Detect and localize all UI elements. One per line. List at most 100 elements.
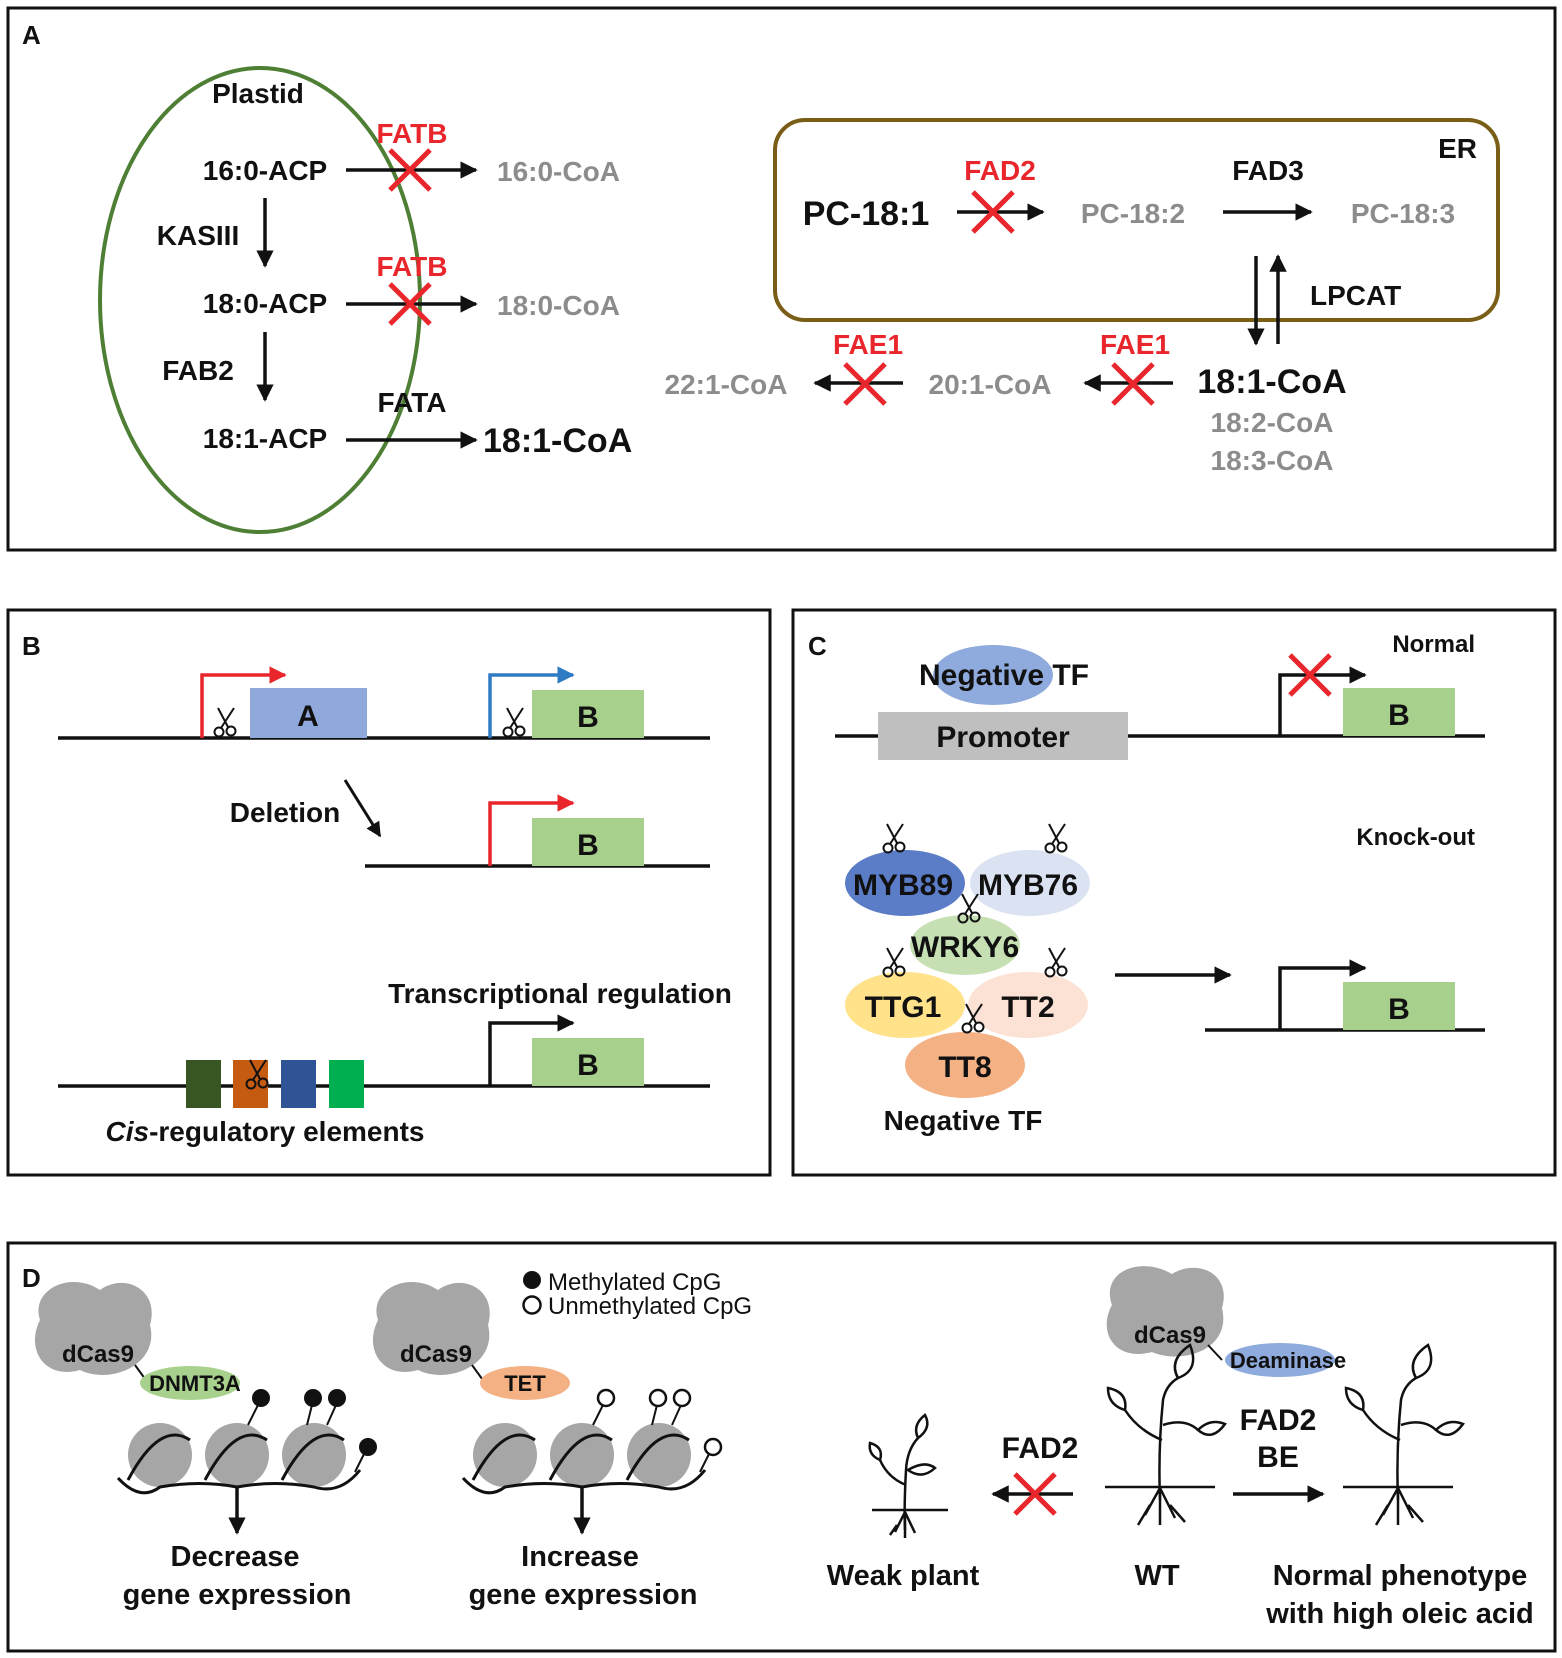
cpg-stem: [247, 1404, 259, 1426]
gene-b-label-c1: B: [1388, 699, 1410, 732]
cre-4: [329, 1060, 364, 1108]
cis-italic: Cis: [106, 1116, 150, 1147]
panel-d-label: D: [22, 1263, 41, 1293]
tf-wrky6-label: WRKY6: [911, 931, 1019, 964]
panel-b-label: B: [22, 631, 41, 661]
cpg-stem: [699, 1453, 710, 1473]
fad2-label: FAD2: [964, 155, 1036, 186]
tf-wrky6-blob: [910, 915, 1020, 975]
deletion-arrow: [343, 779, 382, 838]
decrease-line-2: gene expression: [123, 1579, 352, 1611]
scissors-icon: [1044, 947, 1068, 978]
cre-2: [233, 1060, 268, 1108]
er-label: ER: [1438, 133, 1477, 164]
negative-tf-bottom-label: Negative TF: [884, 1105, 1043, 1136]
methylated-cpg-icon: [328, 1389, 346, 1407]
dcas9-2-label: dCas9: [400, 1341, 472, 1368]
tf-myb89-blob: [845, 850, 965, 916]
unmethylated-cpg-icon: [648, 1388, 668, 1408]
fata-label: FATA: [378, 387, 447, 418]
deaminase-label: Deaminase: [1230, 1348, 1346, 1373]
plastid-membrane: [98, 66, 422, 534]
wt-label: WT: [1134, 1560, 1179, 1592]
pc-182: PC-18:2: [1081, 198, 1185, 229]
tss-arrow-red-2: [488, 794, 575, 866]
cre-3: [281, 1060, 316, 1108]
panel-a-frame: [6, 6, 1557, 552]
cpg-stem: [651, 1404, 658, 1426]
scissors-icon: [1044, 823, 1068, 854]
unmethylated-cpg-icon: [703, 1437, 723, 1457]
dna-strand: [116, 1469, 362, 1495]
cpg-stem: [326, 1404, 337, 1426]
acp-181: 18:1-ACP: [203, 423, 327, 454]
panel-a: A Plastid 16:0-ACP 18:0-ACP 18:1-ACP KAS…: [6, 6, 1557, 552]
tss-arrow-red-1: [200, 666, 287, 738]
legend-unmethylated: Unmethylated CpG: [548, 1293, 752, 1320]
tf-tt2-blob: [968, 972, 1088, 1038]
gene-a-label: A: [297, 700, 319, 733]
fad3-label: FAD3: [1232, 155, 1304, 186]
deaminase-blob: [1225, 1343, 1335, 1377]
normal-phenotype-line-2: with high oleic acid: [1265, 1598, 1533, 1630]
pc-181: PC-18:1: [803, 195, 930, 233]
dcas9-blob-2: [372, 1281, 490, 1375]
nucleosome: [128, 1423, 192, 1487]
tf-tt8-blob: [905, 1032, 1025, 1098]
gene-b-label-1: B: [577, 701, 599, 734]
cpg-stem: [592, 1404, 604, 1426]
methylated-legend-icon: [523, 1271, 541, 1289]
kasiii-label: KASIII: [157, 220, 239, 251]
tf-cluster: MYB89 MYB76 WRKY6 TTG1 TT2 TT8: [845, 823, 1090, 1098]
negative-tf-top-label: Negative TF: [919, 659, 1089, 692]
panel-b: B A B Deletion B Transcriptional regulat…: [6, 608, 772, 1177]
dna-wrap: [126, 1433, 345, 1481]
methylated-cpg-icon: [304, 1389, 322, 1407]
coa-181-out: 18:1-CoA: [483, 422, 632, 460]
unmethylated-cpg-icon: [596, 1388, 616, 1408]
tet-label: TET: [504, 1371, 546, 1396]
scissors-icon: [882, 823, 906, 854]
er-membrane: [773, 118, 1500, 322]
gene-b-label-c2: B: [1388, 993, 1410, 1026]
dcas9-blob-1: [34, 1281, 152, 1375]
dna-strand: [461, 1469, 707, 1495]
panel-d: D Methylated CpG Unmethylated CpG dCas9 …: [6, 1241, 1557, 1653]
tss-arrow-c2: [1278, 959, 1367, 1030]
unmethylated-cpg-icon: [672, 1388, 692, 1408]
normal-label: Normal: [1392, 631, 1475, 658]
tf-myb76-label: MYB76: [978, 869, 1078, 902]
acp-160: 16:0-ACP: [203, 155, 327, 186]
coa-181: 18:1-CoA: [1197, 363, 1346, 401]
panel-d-frame: [6, 1241, 1557, 1653]
fab2-label: FAB2: [162, 355, 234, 386]
tf-tt2-label: TT2: [1001, 991, 1054, 1024]
gene-b-box-c1: [1343, 688, 1455, 736]
legend-methylated: Methylated CpG: [548, 1269, 721, 1296]
fad2-be-line-2: BE: [1257, 1441, 1299, 1474]
increase-line-1: Increase: [521, 1541, 639, 1573]
fae1-2-label: FAE1: [1100, 329, 1170, 360]
weak-plant-icon: [868, 1413, 948, 1538]
deletion-label: Deletion: [230, 797, 340, 828]
panel-b-frame: [6, 608, 772, 1177]
cis-regulatory-label: Cis-regulatory elements: [106, 1116, 425, 1147]
dcas9-blob-3: [1106, 1266, 1224, 1357]
tss-arrow-blue: [488, 666, 575, 738]
nucleosome: [550, 1423, 614, 1487]
fatb-2-label: FATB: [376, 251, 447, 282]
panel-c-label: C: [808, 631, 827, 661]
fad2-be-line-1: FAD2: [1240, 1404, 1317, 1437]
negative-tf-blob: [933, 645, 1053, 705]
nucleosome: [282, 1423, 346, 1487]
gene-b-label-3: B: [577, 1049, 599, 1082]
dcas9-3-label: dCas9: [1134, 1322, 1206, 1349]
dnmt3a-label: DNMT3A: [149, 1371, 241, 1396]
cpg-stem: [354, 1453, 365, 1473]
plastid-label: Plastid: [212, 78, 304, 109]
nucleosome: [627, 1423, 691, 1487]
cre-1: [186, 1060, 221, 1108]
increase-line-2: gene expression: [469, 1579, 698, 1611]
coa-182: 18:2-CoA: [1211, 407, 1334, 438]
